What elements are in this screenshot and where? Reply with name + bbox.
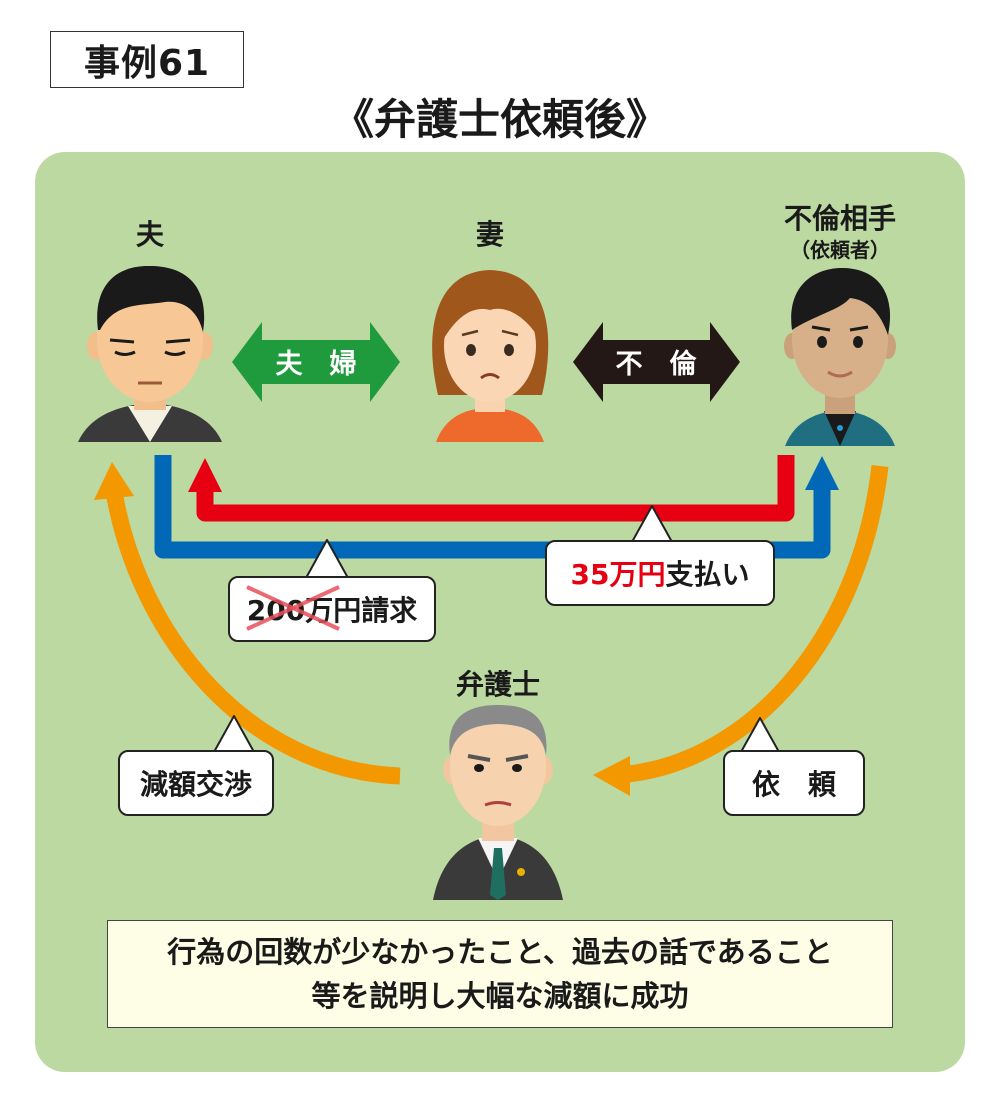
request-callout: 依 頼 (723, 750, 865, 816)
claim-suffix: 請求 (361, 594, 418, 627)
conclusion-box: 行為の回数が少なかったこと、過去の話であること 等を説明し大幅な減額に成功 (107, 920, 893, 1028)
married-label: 夫 婦 (276, 349, 357, 380)
conclusion-line-2: 等を説明し大幅な減額に成功 (311, 979, 689, 1013)
payment-callout: 35万円 支払い (545, 540, 775, 606)
claim-amount-wrap: 200万円 (245, 585, 361, 631)
negotiation-callout: 減額交渉 (118, 750, 274, 816)
married-arrow (232, 322, 400, 402)
husband-label: 夫 (135, 218, 164, 251)
affair-label: 不 倫 (616, 348, 698, 380)
lawyer-to-husband-arrow (94, 462, 401, 785)
affair-partner-note: （依頼者） (790, 238, 890, 262)
lawyer-figure (433, 705, 563, 900)
lawyer-label: 弁護士 (455, 668, 540, 701)
affair-arrow (573, 322, 740, 402)
paid-amount: 35万円 (570, 558, 666, 591)
affair-partner-figure (784, 268, 896, 446)
client-to-lawyer-arrow (593, 465, 889, 796)
claim-callout: 200万円 請求 (228, 576, 436, 642)
strike-x-icon (245, 585, 340, 631)
wife-figure (432, 270, 549, 442)
claim-arrow (154, 455, 839, 559)
case-label: 事例61 (50, 31, 244, 88)
page-title: 《弁護士依頼後》 (331, 95, 668, 144)
husband-figure (78, 265, 222, 442)
payment-arrow (188, 455, 795, 522)
conclusion-line-1: 行為の回数が少なかったこと、過去の話であること (167, 935, 833, 969)
wife-label: 妻 (475, 218, 504, 251)
paid-suffix: 支払い (665, 558, 750, 591)
affair-partner-label: 不倫相手 (783, 202, 896, 235)
